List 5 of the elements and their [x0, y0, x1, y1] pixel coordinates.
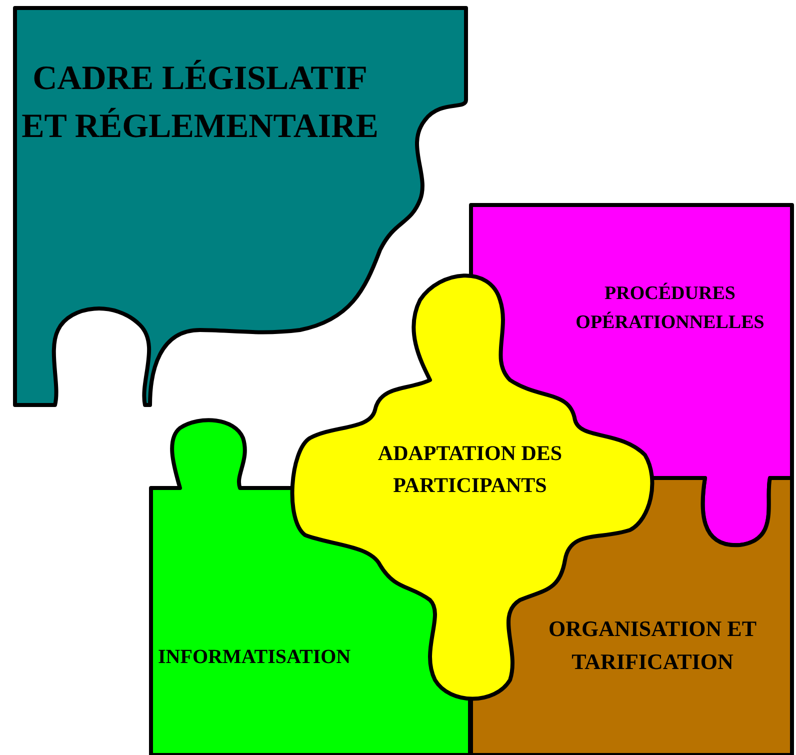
piece-label: ORGANISATION ET TARIFICATION — [547, 615, 758, 676]
piece-label: ADAPTATION DES PARTICIPANTS — [376, 440, 564, 498]
piece-label: CADRE LÉGISLATIF ET RÉGLEMENTAIRE — [20, 58, 380, 147]
piece-label: INFORMATISATION — [158, 645, 352, 670]
piece-label: PROCÉDURES OPÉRATIONNELLES — [574, 282, 766, 334]
